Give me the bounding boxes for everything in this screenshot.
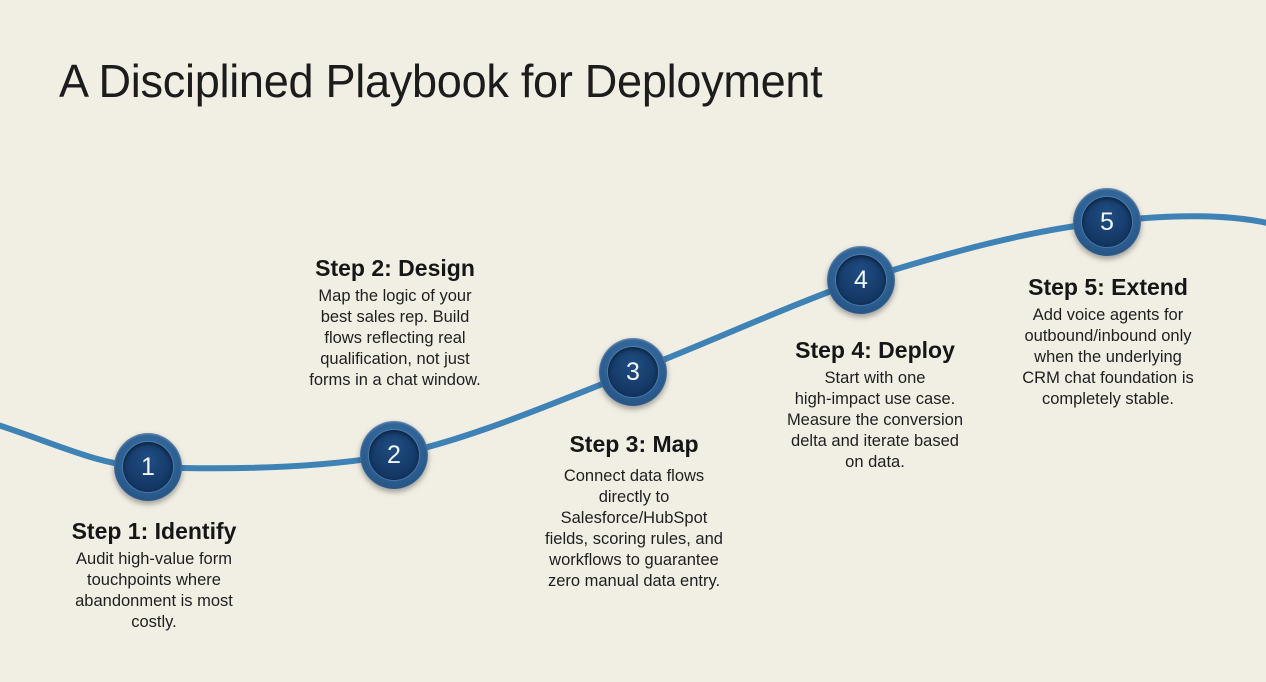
step-2-line: flows reflecting real	[324, 329, 466, 347]
step-5-block: Step 5: Extend Add voice agents for outb…	[978, 274, 1238, 410]
step-1-block: Step 1: Identify Audit high-value form t…	[24, 518, 284, 633]
step-4-node: 4	[827, 246, 895, 314]
page-title: A Disciplined Playbook for Deployment	[59, 55, 823, 107]
step-1-line: Audit high-value form	[76, 550, 232, 568]
step-4-line: Measure the conversion	[786, 411, 964, 429]
step-4-description: Start with one high-impact use case. Mea…	[745, 368, 1005, 473]
step-5-node: 5	[1073, 188, 1141, 256]
step-5-line: when the underlying	[1034, 348, 1182, 366]
step-1-description: Audit high-value form touchpoints where …	[24, 549, 284, 633]
step-1-node: 1	[114, 433, 182, 501]
step-2-line: best sales rep. Build	[320, 308, 470, 326]
step-3-line: zero manual data entry.	[547, 572, 721, 590]
step-3-line: workflows to guarantee	[549, 551, 719, 569]
step-2-block: Step 2: Design Map the logic of your bes…	[265, 255, 525, 391]
step-5-heading: Step 5: Extend	[1028, 274, 1188, 300]
step-1-number: 1	[123, 442, 173, 492]
step-3-heading: Step 3: Map	[569, 431, 699, 457]
step-3-line: directly to	[598, 488, 670, 506]
step-4-line: Start with one	[824, 369, 926, 387]
step-5-line: CRM chat foundation is	[1022, 369, 1194, 387]
step-2-description: Map the logic of your best sales rep. Bu…	[265, 286, 525, 391]
step-3-line: fields, scoring rules, and	[545, 530, 723, 548]
step-5-description: Add voice agents for outbound/inbound on…	[978, 305, 1238, 410]
step-3-description: Connect data flows directly to Salesforc…	[504, 466, 764, 592]
step-2-number: 2	[369, 430, 419, 480]
step-4-line: delta and iterate based	[791, 432, 959, 450]
step-1-line: costly.	[131, 613, 177, 631]
step-1-line: touchpoints where	[87, 571, 221, 589]
step-4-heading: Step 4: Deploy	[795, 337, 955, 363]
step-2-line: qualification, not just	[320, 350, 470, 368]
step-3-node: 3	[599, 338, 667, 406]
step-3-line: Connect data flows	[563, 467, 705, 485]
step-4-line: high-impact use case.	[794, 390, 956, 408]
step-5-line: completely stable.	[1041, 390, 1175, 408]
step-3-block: Step 3: Map Connect data flows directly …	[504, 431, 764, 592]
step-2-node: 2	[360, 421, 428, 489]
step-1-line: abandonment is most	[75, 592, 233, 610]
step-4-block: Step 4: Deploy Start with one high-impac…	[745, 337, 1005, 473]
step-2-line: forms in a chat window.	[309, 371, 481, 389]
step-1-heading: Step 1: Identify	[71, 518, 237, 544]
step-5-line: Add voice agents for	[1032, 306, 1184, 324]
step-4-number: 4	[836, 255, 886, 305]
step-3-line: Salesforce/HubSpot	[560, 509, 708, 527]
step-5-line: outbound/inbound only	[1024, 327, 1192, 345]
step-3-number: 3	[608, 347, 658, 397]
step-5-number: 5	[1082, 197, 1132, 247]
step-4-line: on data.	[845, 453, 905, 471]
step-2-line: Map the logic of your	[318, 287, 472, 305]
step-2-heading: Step 2: Design	[315, 255, 475, 281]
